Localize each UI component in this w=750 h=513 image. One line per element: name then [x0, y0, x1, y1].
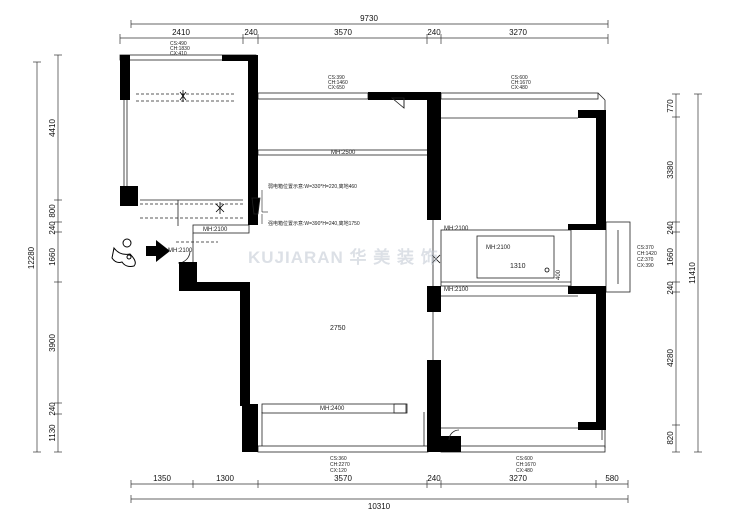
right-dimension-6: 4280 [666, 349, 675, 367]
bath-width-label: 1310 [510, 263, 526, 270]
structural-walls [120, 55, 606, 452]
svg-text:CX:650: CX:650 [328, 85, 345, 91]
window-note-top-middle: CS:390 CH:1460 CX:650 [328, 75, 348, 91]
window-note-right-side: CS:370 CH:1420 CZ:370 CX:390 [637, 245, 657, 269]
svg-text:CS:370: CS:370 [637, 245, 654, 251]
fixtures [251, 97, 460, 441]
door-label-bath-side: MH:2100 [486, 245, 511, 251]
door-label-bath-bottom: MH:2100 [444, 287, 469, 293]
svg-text:CX:390: CX:390 [637, 263, 654, 269]
right-dimension-5: 240 [666, 281, 675, 295]
left-dimension-5: 3900 [48, 334, 57, 352]
door-label-balcony: MH:2400 [320, 406, 345, 412]
right-dimension-3: 240 [666, 221, 675, 235]
door-label-entry: MH:2100 [203, 227, 228, 233]
leader-lines [261, 190, 268, 224]
window-note-bottom-middle: CS:360 CH:2270 CX:120 [330, 456, 350, 474]
entry-arrow-icon [146, 240, 170, 262]
door-label-living-top: MH:2500 [331, 150, 356, 156]
bath-depth-label: 400 [556, 269, 562, 280]
right-dimension-1: 770 [666, 99, 675, 113]
left-dimension-7: 1130 [48, 424, 57, 442]
bottom-dimension-5: 3270 [509, 474, 527, 483]
person-icon [111, 238, 136, 267]
svg-text:CS:600: CS:600 [511, 75, 528, 81]
left-dimension-4: 1660 [48, 248, 57, 266]
weak-box-note: 弱电箱位置示意:W=330*H=220,离地460 [268, 183, 357, 190]
left-dimension-6: 240 [48, 402, 57, 416]
svg-text:CX:410: CX:410 [170, 51, 187, 57]
top-dimension-2: 240 [244, 28, 258, 37]
svg-text:CH:2270: CH:2270 [330, 462, 350, 468]
bottom-dimension-2: 1300 [216, 474, 234, 483]
watermark: KUJIARAN 华 美 装 饰 [248, 247, 439, 267]
top-dimension-3: 3570 [334, 28, 352, 37]
svg-text:CH:1460: CH:1460 [328, 80, 348, 86]
top-dimension-1: 2410 [172, 28, 190, 37]
svg-text:CX:120: CX:120 [330, 468, 347, 474]
ceiling-height-label: 2750 [330, 325, 346, 332]
bottom-dimension-3: 3570 [334, 474, 352, 483]
strong-box-note: 强电箱位置示意:W=390*H=240,离地1750 [268, 220, 360, 227]
top-dimension-5: 3270 [509, 28, 527, 37]
top-total-dimension: 9730 [360, 14, 378, 23]
bottom-dimension-1: 1350 [153, 474, 171, 483]
svg-text:CH:1420: CH:1420 [637, 251, 657, 257]
svg-text:CZ:370: CZ:370 [637, 257, 654, 263]
svg-text:CS:390: CS:390 [328, 75, 345, 81]
dimension-lines [33, 20, 702, 503]
bottom-dimension-6: 580 [605, 474, 619, 483]
window-note-top-right: CS:600 CH:1670 CX:480 [511, 75, 531, 91]
svg-text:CS:360: CS:360 [330, 456, 347, 462]
bottom-dimension-4: 240 [427, 474, 441, 483]
svg-text:CS:490: CS:490 [170, 41, 187, 47]
svg-text:CX:480: CX:480 [511, 85, 528, 91]
right-total-dimension: 11410 [688, 262, 697, 284]
bottom-total-dimension: 10310 [368, 502, 391, 511]
light-points [179, 90, 550, 273]
svg-text:CH:1830: CH:1830 [170, 46, 190, 52]
right-dimension-2: 3380 [666, 161, 675, 179]
top-dimension-4: 240 [427, 28, 441, 37]
door-label-bath-top: MH:2100 [444, 226, 469, 232]
svg-text:CS:600: CS:600 [516, 456, 533, 462]
door-label-entry-side: MH:2100 [168, 248, 193, 254]
right-dimension-7: 820 [666, 431, 675, 445]
svg-text:CH:1670: CH:1670 [511, 80, 531, 86]
window-note-bottom-right: CS:600 CH:1670 CX:480 [516, 456, 536, 474]
left-dimension-1: 4410 [48, 119, 57, 137]
svg-text:CH:1670: CH:1670 [516, 462, 536, 468]
svg-text:CX:480: CX:480 [516, 468, 533, 474]
left-dimension-2: 800 [48, 204, 57, 218]
right-dimension-4: 1660 [666, 248, 675, 266]
left-dimension-3: 240 [48, 221, 57, 235]
left-total-dimension: 12280 [27, 246, 36, 269]
window-note-top-left: CS:490 CH:1830 CX:410 [170, 41, 190, 57]
